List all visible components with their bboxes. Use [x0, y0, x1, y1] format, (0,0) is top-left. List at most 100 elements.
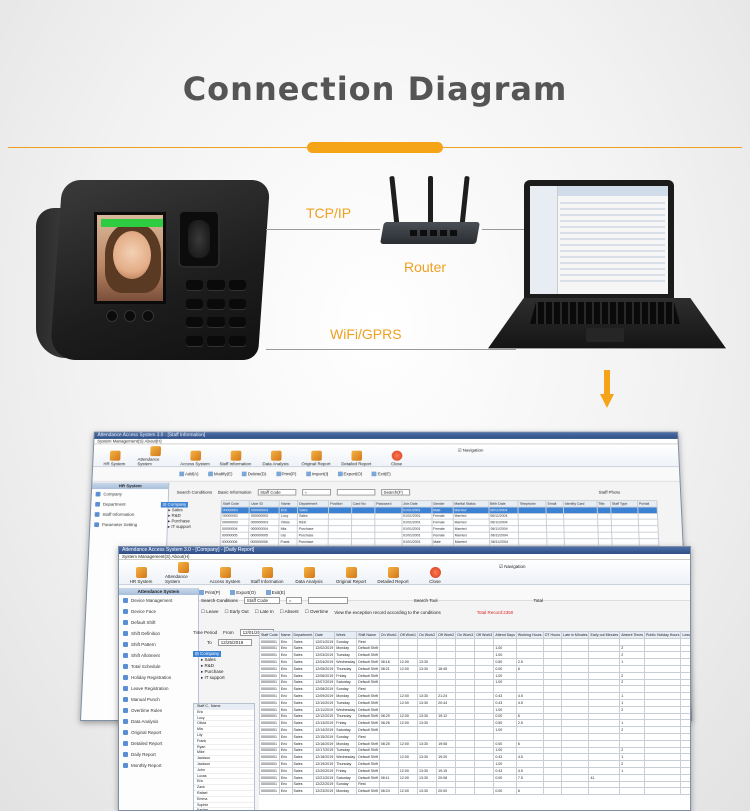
menu-bar[interactable]: System Management(S) About(H) — [119, 554, 690, 560]
search-tool-check[interactable]: Search Tool — [413, 598, 438, 603]
filter-early-out-checkbox[interactable]: ☐ Early Out — [224, 609, 249, 614]
column-header[interactable]: On Work2 — [416, 631, 438, 639]
column-header[interactable]: Off Work2 — [436, 631, 457, 639]
department-tree[interactable]: ⊟ Company ▸ Sales ▸ R&D ▸ Purchase ▸ IT … — [193, 651, 225, 681]
nav-item-shift-allotment[interactable]: Shift Allotment — [119, 650, 198, 661]
staff-list-item[interactable]: Kaylee — [194, 808, 254, 810]
filter-overtime-checkbox[interactable]: ☐ Overtime — [304, 609, 329, 614]
column-header[interactable]: Shift Name — [356, 631, 380, 639]
staff-list-item[interactable]: John — [194, 768, 254, 774]
toolbar-access-system-button[interactable]: Access System — [207, 567, 243, 584]
toolbar-original-report-button[interactable]: Original Report — [299, 450, 334, 466]
toolbar-original-report-button[interactable]: Original Report — [333, 567, 369, 584]
staff-list-item[interactable]: Jackson — [194, 756, 254, 762]
modify-e-button[interactable]: Modify(E) — [208, 472, 233, 477]
tree-node-it-support[interactable]: ▸ IT support — [160, 524, 191, 530]
toolbar-detailed-report-button[interactable]: Detailed Report — [375, 567, 411, 584]
nav-item-department[interactable]: Department — [91, 499, 168, 509]
column-header[interactable]: Staff Code — [259, 631, 280, 639]
column-header[interactable]: OT Hours — [542, 631, 563, 639]
toolbar-detailed-report-button[interactable]: Detailed Report — [339, 450, 374, 466]
nav-item-shift-definition[interactable]: Shift Definition — [119, 628, 198, 639]
staff-list-item[interactable]: Jackson — [194, 762, 254, 768]
tree-node-purchase[interactable]: ▸ Purchase — [193, 669, 225, 675]
toolbar-staff-information-button[interactable]: Staff Information — [249, 567, 285, 584]
export-o-button[interactable]: Export(O) — [338, 472, 363, 477]
column-header[interactable]: Late in Minutes — [561, 631, 590, 639]
search-button[interactable]: Search(F) — [380, 489, 410, 496]
toolbar-data-analysis-button[interactable]: Data Analysis — [291, 567, 327, 584]
nav-item-parameter-setting[interactable]: Parameter Setting — [90, 520, 167, 530]
nav-item-leave-registration[interactable]: Leave Registration — [119, 683, 198, 694]
nav-item-total-schedule[interactable]: Total Schedule — [119, 661, 198, 672]
navigation-checkbox[interactable]: ☑ Navigation — [457, 447, 484, 453]
column-header[interactable]: Off Work1 — [397, 631, 418, 639]
nav-item-data-analysis[interactable]: Data Analysis — [119, 716, 198, 727]
staff-list-item[interactable]: Lily — [194, 733, 254, 739]
nav-item-staff-information[interactable]: Staff Information — [91, 509, 168, 519]
column-header[interactable]: Early out Minutes — [588, 631, 621, 639]
tree-node-r-d[interactable]: ▸ R&D — [193, 663, 225, 669]
search-value-input[interactable] — [307, 597, 348, 604]
navigation-checkbox[interactable]: ☑ Navigation — [499, 564, 526, 569]
toolbar-staff-information-button[interactable]: Staff Information — [218, 450, 253, 466]
total-check[interactable]: Total — [533, 598, 543, 603]
toolbar-hr-system-button[interactable]: HR System — [123, 567, 159, 584]
nav-item-original-report[interactable]: Original Report — [119, 727, 198, 738]
date-to-input[interactable]: 12/25/2019 — [217, 639, 252, 646]
column-header[interactable]: Absent Times — [619, 631, 646, 639]
toolbar-access-system-button[interactable]: Access System — [178, 450, 213, 466]
column-header[interactable]: Week — [334, 631, 358, 639]
staff-list-item[interactable]: Ryan — [194, 745, 254, 751]
toolbar-hr-system-button[interactable]: HR System — [97, 450, 132, 466]
column-header[interactable]: Name — [278, 631, 293, 639]
exit-e-button[interactable]: Exit(E) — [266, 590, 286, 595]
toolbar-attendance-system-button[interactable]: Attendance System — [137, 446, 172, 466]
staff-code-select[interactable]: Staff Code — [243, 597, 280, 604]
column-header[interactable]: Off Work3 — [474, 631, 495, 639]
staff-list-item[interactable]: Lucas — [194, 774, 254, 780]
filter-leave-checkbox[interactable]: ☐ Leave — [201, 609, 219, 614]
column-header[interactable]: Attend Days — [493, 631, 517, 639]
column-header[interactable]: Public Holiday Hours — [644, 631, 682, 639]
print-p-button[interactable]: Print(P) — [276, 472, 297, 477]
staff-list-item[interactable]: Emma — [194, 797, 254, 803]
staff-list-item[interactable]: Frank — [194, 739, 254, 745]
print-p-button[interactable]: Print(P) — [199, 590, 220, 595]
toolbar-close-button[interactable]: Close — [379, 450, 414, 466]
column-header[interactable]: On Work3 — [455, 631, 476, 639]
staff-list-item[interactable]: Sophie — [194, 803, 254, 809]
nav-item-detailed-report[interactable]: Detailed Report — [119, 738, 198, 749]
staff-list-item[interactable]: Lucy — [194, 716, 254, 722]
staff-list-item[interactable]: Olivia — [194, 721, 254, 728]
nav-item-default-shift[interactable]: Default Shift — [119, 617, 198, 628]
nav-item-daily-report[interactable]: Daily Report — [119, 749, 198, 760]
staff-list-item[interactable]: Eric — [194, 710, 254, 716]
tree-node-it-support[interactable]: ▸ IT support — [193, 675, 225, 681]
toolbar-attendance-system-button[interactable]: Attendance System — [165, 562, 201, 584]
nav-item-device-management[interactable]: Device Management — [119, 595, 198, 606]
toolbar-data-analysis-button[interactable]: Data Analysis — [258, 450, 293, 466]
staff-list-item[interactable]: Mia — [194, 727, 254, 733]
column-header[interactable]: Working Hours — [515, 631, 544, 639]
column-header[interactable]: Leave Hours — [680, 631, 690, 639]
delete-d-button[interactable]: Delete(D) — [242, 472, 267, 477]
search-value-input[interactable] — [336, 489, 375, 496]
operator-select[interactable]: = — [285, 597, 302, 604]
nav-item-shift-pattern[interactable]: Shift Pattern — [119, 639, 198, 650]
